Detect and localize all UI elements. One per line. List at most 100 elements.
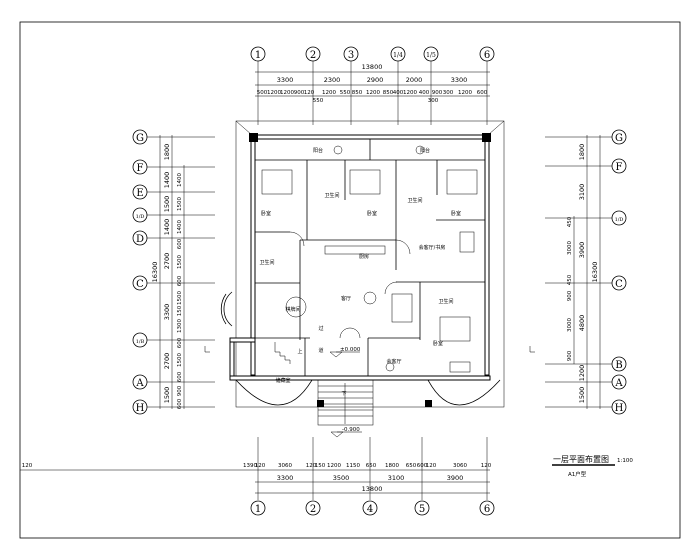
svg-text:6: 6 <box>484 50 490 61</box>
dim-right-bays: 1800 3100 3900 4800 1200 1500 <box>578 144 586 404</box>
svg-text:3300: 3300 <box>277 76 294 84</box>
svg-text:1400: 1400 <box>177 220 183 234</box>
svg-text:850: 850 <box>383 90 394 96</box>
svg-text:3900: 3900 <box>578 242 586 259</box>
svg-text:2900: 2900 <box>367 76 384 84</box>
svg-text:600: 600 <box>417 463 428 469</box>
svg-text:3000: 3000 <box>567 241 573 255</box>
room-label: 会客厅 <box>386 358 401 365</box>
svg-text:1300: 1300 <box>177 319 183 333</box>
svg-text:900: 900 <box>432 90 443 96</box>
axis-bubble: 2 <box>305 46 321 62</box>
axis-bubble: 1/4 <box>390 46 406 62</box>
svg-text:120: 120 <box>255 463 266 469</box>
dim-top-detail: 500 1200 1200 900 120 1200 550 850 1200 … <box>257 90 488 104</box>
svg-text:300: 300 <box>443 90 454 96</box>
svg-text:120: 120 <box>304 90 315 96</box>
svg-text:1500: 1500 <box>177 197 183 211</box>
room-label: 卧室 <box>261 210 271 217</box>
svg-text:A: A <box>614 378 623 389</box>
svg-text:3300: 3300 <box>451 76 468 84</box>
svg-text:600: 600 <box>177 275 183 286</box>
svg-text:C: C <box>136 279 144 290</box>
room-label: 卧室 <box>433 340 443 347</box>
svg-text:F: F <box>137 163 144 174</box>
svg-text:900: 900 <box>177 385 183 396</box>
room-label: 卫生间 <box>259 259 274 266</box>
dim-right-total: 16300 <box>591 262 599 283</box>
svg-text:1: 1 <box>255 504 261 515</box>
svg-text:2: 2 <box>310 50 316 61</box>
svg-text:900: 900 <box>567 290 573 301</box>
svg-text:550: 550 <box>313 98 324 104</box>
svg-text:1500: 1500 <box>177 353 183 367</box>
svg-text:2: 2 <box>310 504 316 515</box>
axis-bubble: 6 <box>479 46 495 62</box>
svg-text:E: E <box>136 188 143 199</box>
svg-text:450: 450 <box>567 216 573 227</box>
svg-text:3300: 3300 <box>277 474 294 482</box>
dim-bottom-detail: 120 1390 120 3060 120 150 1200 1150 650 … <box>22 463 492 469</box>
room-label: 下 <box>341 391 346 397</box>
dim-bottom-bays: 3300 3500 3100 3900 <box>277 474 464 482</box>
room-labels: 阳台 阳台 卧室 卫生间 卧室 卫生间 卧室 卫生间 厨房 会客厅/书房 客厅 … <box>259 147 461 397</box>
svg-text:5: 5 <box>419 504 425 515</box>
svg-text:D: D <box>136 234 144 245</box>
svg-text:150: 150 <box>177 305 183 316</box>
right-axis-bubbles: G F 1/D C B A H <box>611 129 627 415</box>
room-label: 储藏室 <box>275 377 290 384</box>
svg-text:500: 500 <box>257 90 268 96</box>
svg-text:900: 900 <box>567 350 573 361</box>
drawing-scale: 1:100 <box>617 458 633 464</box>
left-axis-bubbles: G F E 1/D D C 1/B A H <box>132 129 148 415</box>
svg-text:300: 300 <box>428 98 439 104</box>
room-label: 客厅 <box>341 295 351 302</box>
svg-text:3100: 3100 <box>388 474 405 482</box>
level-marks: ±0.000 -0.900 <box>329 347 362 438</box>
axis-bubble: 1 <box>250 46 266 62</box>
svg-text:1800: 1800 <box>163 144 171 161</box>
svg-text:1200: 1200 <box>327 463 341 469</box>
svg-text:3300: 3300 <box>163 304 171 321</box>
room-label: 上 <box>297 348 302 355</box>
room-label: 会客厅/书房 <box>419 244 446 251</box>
svg-text:3100: 3100 <box>578 184 586 201</box>
svg-text:2700: 2700 <box>163 253 171 270</box>
svg-text:600: 600 <box>177 398 183 409</box>
svg-text:1150: 1150 <box>346 463 360 469</box>
floor-level: ±0.000 <box>340 347 361 353</box>
drawing-title: 一层平面布置图 <box>553 454 609 464</box>
room-label: 卫生间 <box>407 197 422 204</box>
svg-text:150: 150 <box>315 463 326 469</box>
axis-bubble: 3 <box>343 46 359 62</box>
svg-text:120: 120 <box>426 463 437 469</box>
svg-text:650: 650 <box>406 463 417 469</box>
room-label: 阳台 <box>420 147 430 154</box>
svg-text:400: 400 <box>419 90 430 96</box>
svg-text:3: 3 <box>348 50 354 61</box>
room-label: 卧室 <box>367 210 377 217</box>
svg-text:900: 900 <box>294 90 305 96</box>
svg-text:650: 650 <box>366 463 377 469</box>
svg-text:1500: 1500 <box>163 196 171 213</box>
svg-text:4: 4 <box>367 504 373 515</box>
svg-text:850: 850 <box>352 90 363 96</box>
svg-text:550: 550 <box>340 90 351 96</box>
svg-text:6: 6 <box>484 504 490 515</box>
axis-bubble: 1/5 <box>423 46 439 62</box>
svg-text:H: H <box>615 403 624 414</box>
svg-text:1400: 1400 <box>177 173 183 187</box>
svg-text:2300: 2300 <box>324 76 341 84</box>
svg-text:1500: 1500 <box>163 387 171 404</box>
dim-left-bays: 1800 1400 1500 1400 2700 3300 2700 1500 <box>163 144 171 404</box>
svg-text:2000: 2000 <box>406 76 423 84</box>
svg-text:2700: 2700 <box>163 353 171 370</box>
svg-text:1200: 1200 <box>458 90 472 96</box>
svg-text:600: 600 <box>177 337 183 348</box>
svg-text:120: 120 <box>22 463 33 469</box>
room-label: 卫生间 <box>438 298 453 305</box>
svg-text:1/B: 1/B <box>136 339 145 345</box>
svg-text:B: B <box>615 360 622 371</box>
dim-right-detail: 450 3000 450 900 3000 900 <box>567 216 573 361</box>
top-axis-bubbles: 1 2 3 1/4 1/5 6 <box>250 46 495 62</box>
